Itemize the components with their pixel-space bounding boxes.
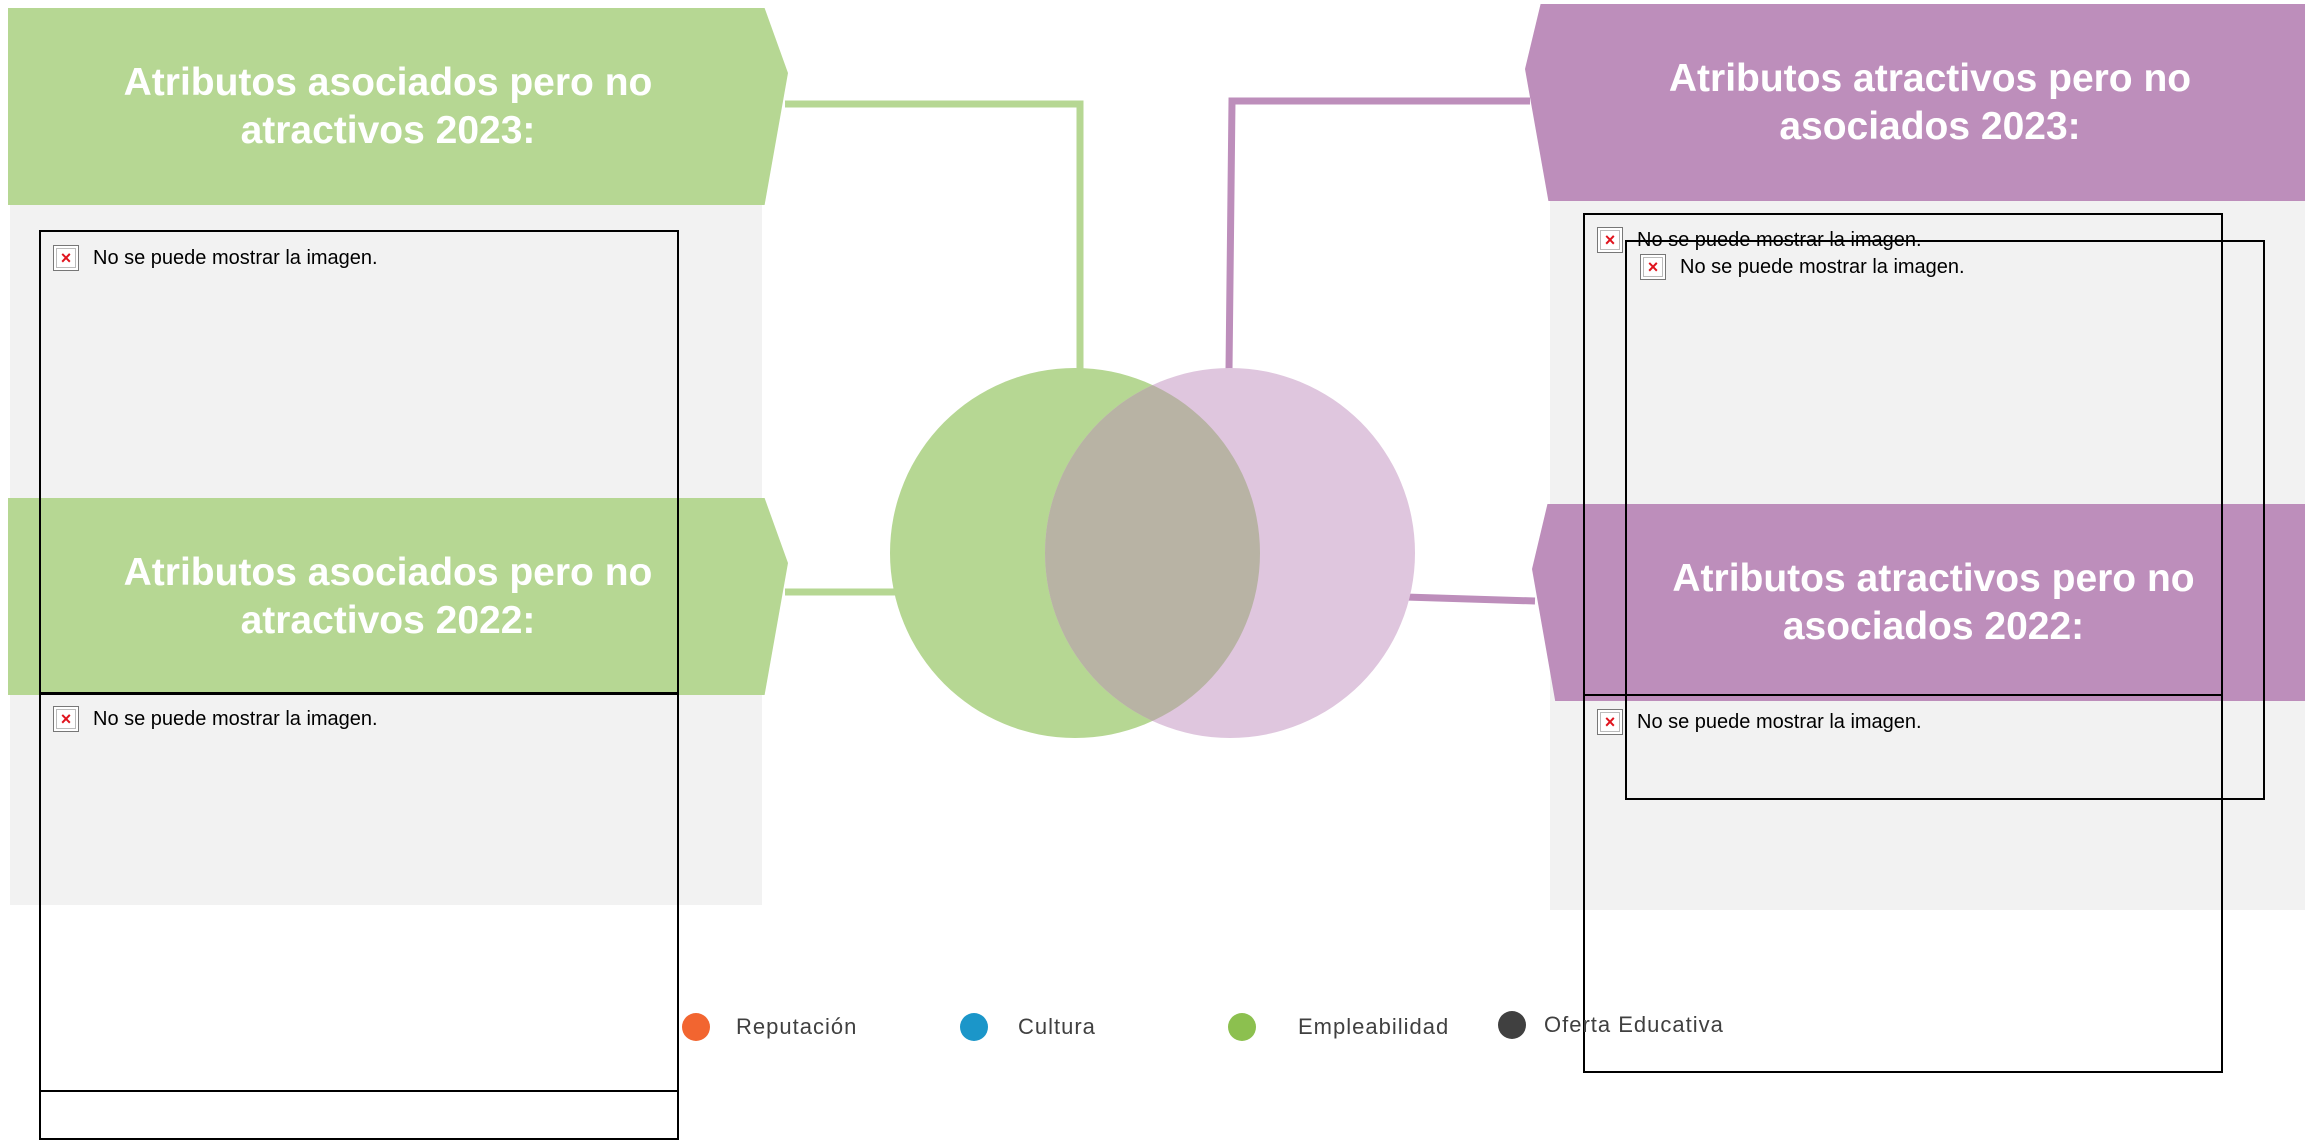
- broken-image-icon: ×: [53, 245, 79, 271]
- broken-image-label: No se puede mostrar la imagen.: [93, 246, 378, 269]
- broken-image-label: No se puede mostrar la imagen.: [1637, 228, 1922, 251]
- legend-label-oferta-educativa: Oferta Educativa: [1544, 1012, 1724, 1037]
- broken-image-right-overlay: × No se puede mostrar la imagen.: [1640, 254, 1965, 280]
- connector-purple-2022: [1404, 593, 1536, 605]
- legend-label-empleabilidad: Empleabilidad: [1298, 1014, 1450, 1039]
- broken-image-right-top: × No se puede mostrar la imagen.: [1597, 227, 1922, 253]
- broken-image-left-top: × No se puede mostrar la imagen.: [53, 245, 378, 271]
- broken-image-icon: ×: [1597, 227, 1623, 253]
- connector-lines: [785, 97, 1536, 605]
- legend-dot-oferta-educativa: [1498, 1011, 1526, 1039]
- header-green-2022-text: Atributos asociados pero no atractivos 2…: [123, 550, 653, 642]
- legend-item-cultura: Cultura: [960, 1013, 1096, 1041]
- connector-purple-2023: [1225, 97, 1530, 371]
- image-frame-right-top: [1583, 213, 2223, 1073]
- legend-dot-empleabilidad: [1228, 1013, 1256, 1041]
- header-purple-2023-text: Atributos atractivos pero no asociados 2…: [1668, 56, 2192, 148]
- legend-item-reputacion: Reputación: [682, 1013, 857, 1041]
- legend-label-cultura: Cultura: [1018, 1014, 1096, 1039]
- broken-image-icon: ×: [1597, 709, 1623, 735]
- broken-image-label: No se puede mostrar la imagen.: [1637, 710, 1922, 733]
- header-green-2022: Atributos asociados pero no atractivos 2…: [8, 498, 788, 695]
- image-frame-left-extra: [39, 1090, 679, 1140]
- left-bottom-panel: [10, 695, 762, 905]
- legend-item-oferta-educativa: Oferta Educativa: [1498, 1011, 1724, 1039]
- header-purple-2023: Atributos atractivos pero no asociados 2…: [1525, 4, 2305, 201]
- broken-image-icon: ×: [1640, 254, 1666, 280]
- legend-dot-reputacion: [682, 1013, 710, 1041]
- image-frame-left-bottom: [39, 692, 679, 1092]
- image-frame-right-divider: [1583, 694, 2223, 696]
- image-frame-right-overlay: [1625, 240, 2265, 800]
- header-purple-2022-text: Atributos atractivos pero no asociados 2…: [1672, 556, 2195, 648]
- broken-image-left-bottom: × No se puede mostrar la imagen.: [53, 706, 378, 732]
- legend-item-empleabilidad: Empleabilidad: [1228, 1013, 1449, 1041]
- broken-image-right-bottom: × No se puede mostrar la imagen.: [1597, 709, 1922, 735]
- header-green-2023-text: Atributos asociados pero no atractivos 2…: [123, 60, 653, 152]
- broken-image-icon: ×: [53, 706, 79, 732]
- left-top-panel: [10, 205, 762, 500]
- connector-green-2023: [785, 100, 1084, 370]
- header-purple-2022: Atributos atractivos pero no asociados 2…: [1532, 504, 2305, 701]
- broken-image-label: No se puede mostrar la imagen.: [1680, 255, 1965, 278]
- header-green-2023: Atributos asociados pero no atractivos 2…: [8, 8, 788, 205]
- legend-dot-cultura: [960, 1013, 988, 1041]
- legend-label-reputacion: Reputación: [736, 1014, 858, 1039]
- broken-image-label: No se puede mostrar la imagen.: [93, 707, 378, 730]
- overlap-region: [1045, 368, 1260, 738]
- image-frame-left-top: [39, 230, 679, 695]
